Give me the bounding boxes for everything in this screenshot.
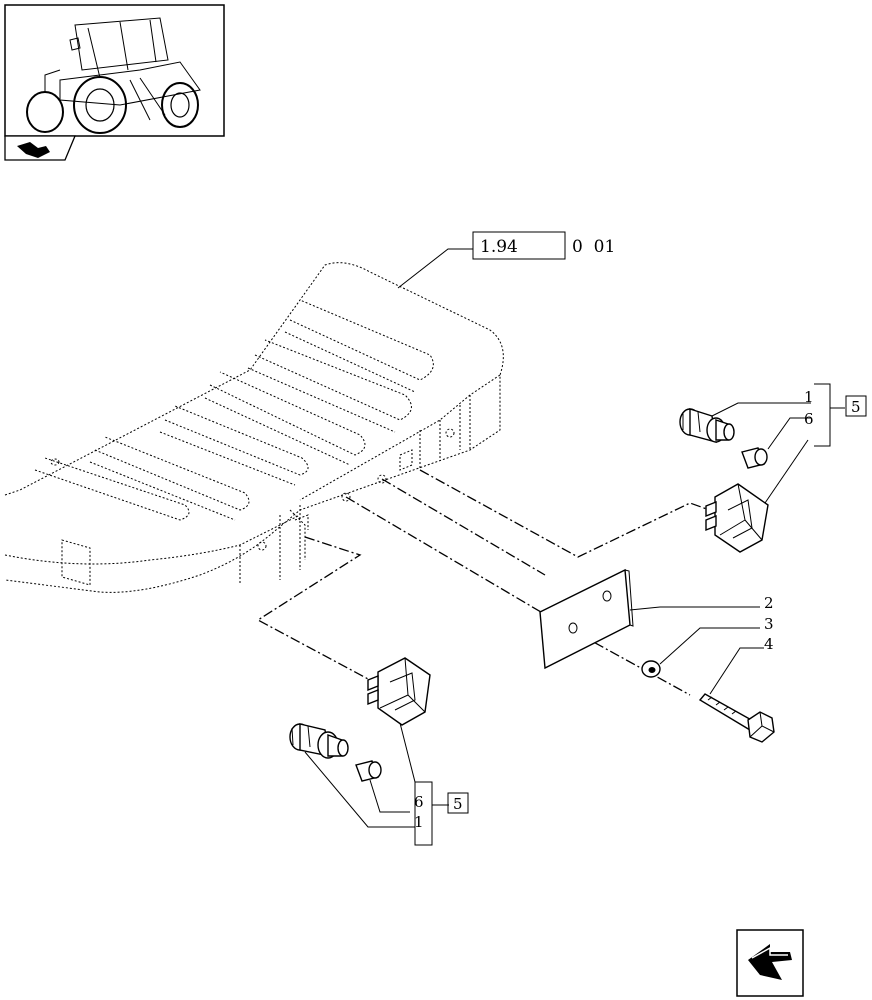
bulb-top[interactable] (741, 447, 768, 469)
mounting-plate[interactable] (539, 568, 634, 670)
next-page-arrow-icon[interactable] (736, 929, 804, 997)
callout-1-bottom: 1 (414, 813, 424, 831)
leader-lines (304, 383, 845, 846)
callout-labels: 1 6 5 2 3 4 6 5 1 (414, 388, 867, 831)
tractor-thumbnail-icon[interactable] (4, 4, 225, 137)
reference-suffix-text: 0 01 (572, 237, 615, 257)
front-weight-outline (4, 262, 504, 593)
reference-boxed-text: 1.94 (480, 237, 518, 257)
lamp-socket-bottom[interactable] (289, 723, 349, 759)
bolt[interactable] (698, 693, 775, 743)
reference-code: 1.94 0 01 (472, 231, 615, 260)
index-arrow-icon[interactable] (4, 135, 76, 161)
callout-2: 2 (764, 594, 774, 612)
lamp-housing-bottom[interactable] (367, 657, 431, 726)
lamp-socket-top[interactable] (679, 408, 735, 443)
bulb-bottom[interactable] (355, 760, 382, 782)
callout-1-top: 1 (804, 388, 814, 406)
assembly-lines (256, 469, 716, 696)
callout-3: 3 (764, 615, 774, 633)
callout-5-top: 5 (851, 398, 861, 416)
lamp-housing-top[interactable] (705, 483, 769, 553)
callout-6-bottom: 6 (414, 793, 424, 811)
washer[interactable] (641, 660, 661, 678)
callout-5-bottom: 5 (453, 795, 463, 813)
callout-4: 4 (764, 635, 774, 653)
callout-6-top: 6 (804, 410, 814, 428)
